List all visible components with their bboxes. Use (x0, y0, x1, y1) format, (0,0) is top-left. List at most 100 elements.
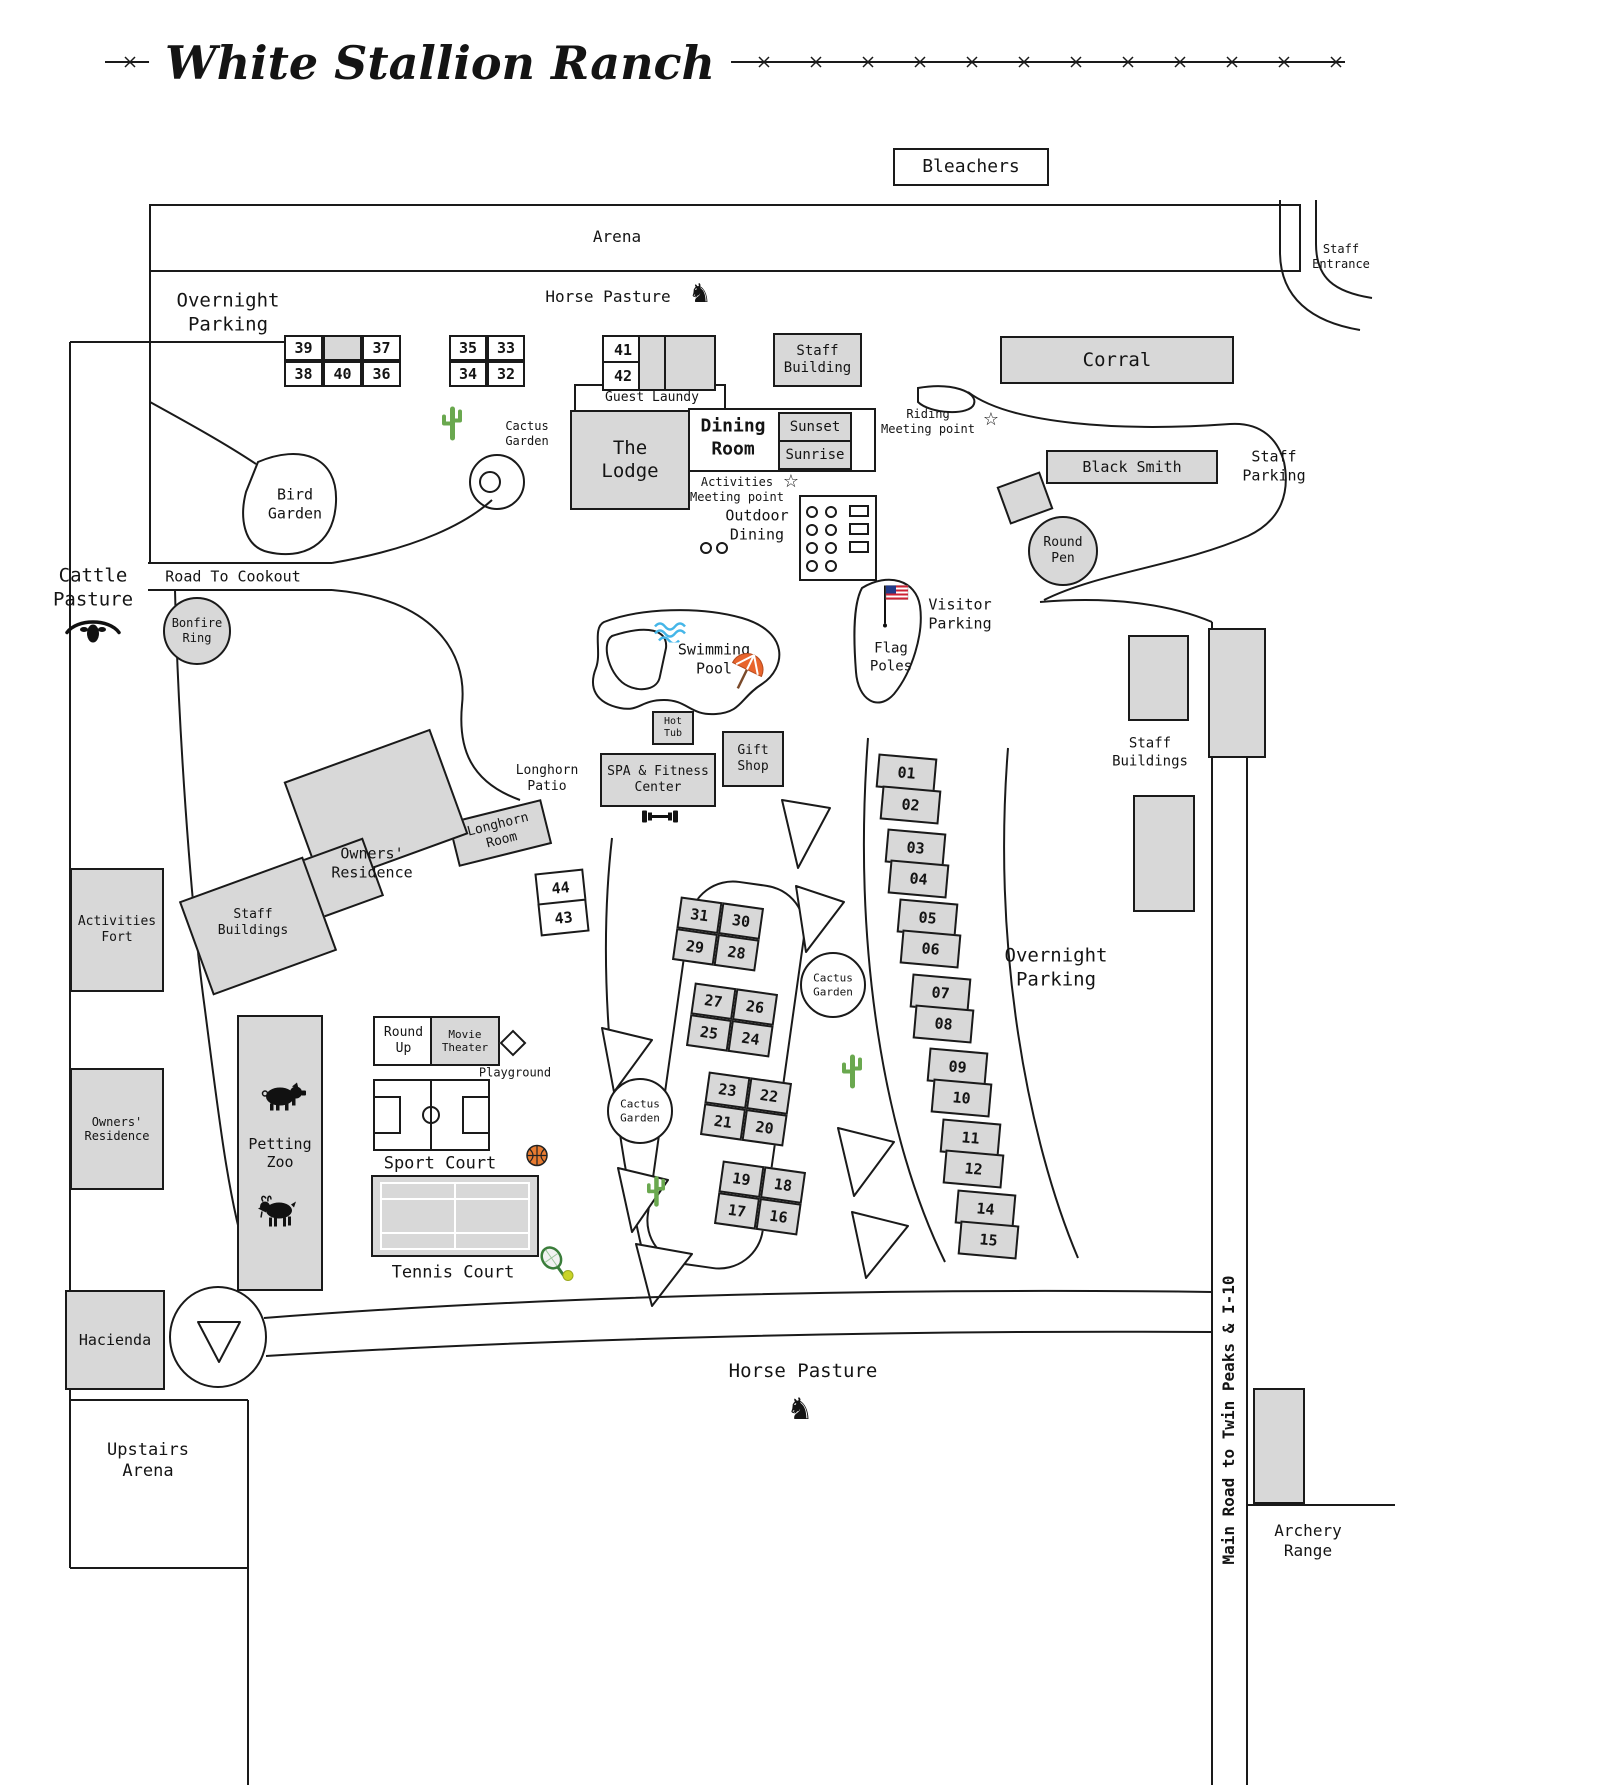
room-29: 29 (671, 928, 718, 966)
room-row-mid: 35 33 34 32 (449, 335, 525, 387)
tennis-court-label: Tennis Court (391, 1262, 515, 1283)
hacienda-box: Hacienda (65, 1290, 165, 1390)
tennis-racket-icon (539, 1245, 575, 1290)
bonfire-ring-label: Bonfire Ring (171, 616, 223, 645)
riding-meeting-point-label: Riding Meeting point (881, 407, 975, 436)
room-38: 38 (284, 361, 323, 387)
bird-garden-label: Bird Garden (267, 485, 323, 522)
longhorn-skull-icon (65, 617, 121, 650)
swimming-pool-label: Swimming Pool (677, 640, 751, 677)
guest-laundry-building (664, 335, 716, 391)
round-pen-label: Round Pen (1043, 534, 1083, 566)
room-10: 10 (930, 1078, 993, 1118)
overnight-parking-west-label: Overnight Parking (176, 289, 280, 335)
room-group-31-28: 31 30 29 28 (671, 896, 765, 972)
horse-icon: ♞ (688, 279, 712, 309)
room-04: 04 (887, 859, 950, 899)
sport-court-label: Sport Court (383, 1153, 497, 1174)
room-32: 32 (487, 361, 525, 387)
room-40: 40 (323, 361, 362, 387)
room-12: 12 (942, 1149, 1005, 1189)
meeting-point-star-icon: ☆ (782, 471, 800, 492)
saguaro-cactus-icon (439, 403, 465, 446)
cactus-garden-north-label: Cactus Garden (505, 419, 549, 448)
round-pen-circle (1028, 516, 1098, 586)
staff-buildings-east-label: Staff Buildings (1112, 735, 1188, 770)
room-20: 20 (741, 1109, 788, 1147)
owners-residence-center-label: Owners' Residence (331, 844, 413, 881)
dumbbell-icon (640, 809, 680, 828)
room-06: 06 (899, 929, 962, 969)
guest-laundry-label: Guest Laundy (605, 389, 699, 405)
staff-buildings-center-label: Staff Buildings (217, 906, 289, 938)
outdoor-dining-tables (700, 505, 869, 572)
dining-room-label: Dining Room (700, 415, 766, 460)
goat-icon (256, 1193, 298, 1232)
room-08: 08 (912, 1004, 975, 1044)
owners-residence-left-box: Owners' Residence (70, 1068, 164, 1190)
room-43: 43 (537, 898, 590, 937)
meeting-point-star-icon: ☆ (982, 409, 1000, 430)
longhorn-patio-label: Longhorn Patio (515, 762, 579, 794)
staff-building-right-1 (1128, 635, 1189, 721)
room-group-23-20: 23 22 21 20 (699, 1071, 793, 1147)
room-blank (323, 335, 362, 361)
room-16: 16 (755, 1198, 802, 1236)
spa-fitness-box: SPA & Fitness Center (600, 753, 716, 807)
room-37: 37 (362, 335, 401, 361)
road-islands (601, 799, 909, 1307)
main-road-label: Main Road to Twin Peaks & I-10 (1219, 1275, 1238, 1565)
movie-theater-box: Movie Theater (430, 1016, 500, 1066)
sport-court-drawing (373, 1079, 490, 1151)
room-39: 39 (284, 335, 323, 361)
horse-pasture-north-label: Horse Pasture (545, 287, 671, 306)
arena-label: Arena (592, 227, 642, 246)
room-36: 36 (362, 361, 401, 387)
playground-label: Playground (478, 1065, 552, 1080)
bonfire-ring-circle (163, 597, 231, 665)
room-row-west: 39 37 38 40 36 (284, 335, 401, 387)
room-34: 34 (449, 361, 487, 387)
hot-tub-box: Hot Tub (652, 711, 694, 745)
staff-entrance-label: Staff Entrance (1312, 242, 1370, 271)
room-35: 35 (449, 335, 487, 361)
round-up-box: Round Up (373, 1016, 434, 1066)
saguaro-cactus-icon (644, 1173, 668, 1212)
pool-outline (592, 609, 781, 716)
horse-icon: ♞ (786, 1392, 814, 1427)
activities-meeting-point-label: Activities Meeting point (690, 475, 784, 504)
room-02: 02 (879, 785, 942, 825)
room-25: 25 (685, 1014, 732, 1052)
bleachers-box: Bleachers (893, 148, 1049, 186)
visitor-parking-label: Visitor Parking (928, 595, 992, 632)
beach-umbrella-icon (726, 648, 768, 697)
room-group-27-24: 27 26 25 24 (685, 982, 779, 1058)
upstairs-arena-label: Upstairs Arena (107, 1439, 189, 1481)
staff-building-right-2 (1208, 628, 1266, 758)
cactus-garden-mid-label: Cactus Garden (813, 971, 853, 998)
staff-building-right-3 (1133, 795, 1195, 912)
tennis-court-drawing (371, 1175, 539, 1257)
water-waves-icon (653, 621, 693, 646)
cactus-garden-south-label: Cactus Garden (620, 1097, 660, 1124)
blacksmith-box: Black Smith (1046, 450, 1218, 484)
staff-parking-label: Staff Parking (1242, 447, 1306, 484)
overnight-parking-east-label: Overnight Parking (1004, 944, 1108, 990)
staff-building-box: Staff Building (773, 333, 862, 387)
gift-shop-box: Gift Shop (722, 731, 784, 787)
room-21: 21 (699, 1103, 746, 1141)
room-33: 33 (487, 335, 525, 361)
petting-zoo-box: Petting Zoo (237, 1015, 323, 1291)
cattle-pasture-label: Cattle Pasture (52, 564, 134, 610)
basketball-icon (525, 1144, 549, 1171)
lodge-box: The Lodge (570, 410, 690, 510)
ranch-title: White Stallion Ranch (149, 36, 731, 90)
sunrise-room-box: Sunrise (778, 440, 852, 470)
sunset-room-box: Sunset (778, 412, 852, 442)
us-flag-icon (880, 582, 910, 631)
archery-range-label: Archery Range (1274, 1521, 1342, 1560)
room-group-19-16: 19 18 17 16 (713, 1160, 807, 1236)
arena-outline (149, 204, 1301, 272)
flag-poles-label: Flag Poles (869, 640, 913, 675)
